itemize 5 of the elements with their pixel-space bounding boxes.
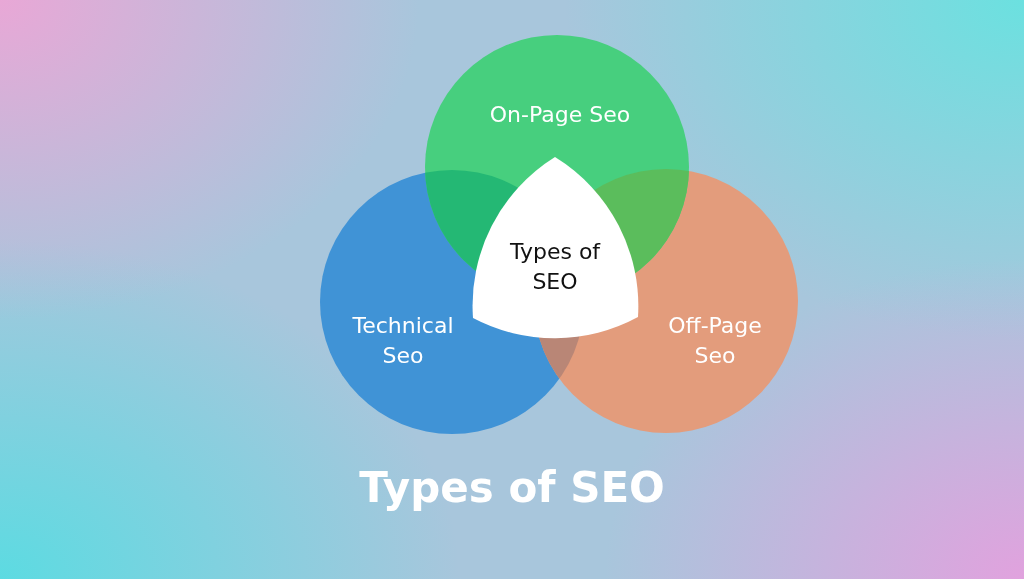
center-label: Types of SEO — [508, 238, 602, 296]
diagram-title: Types of SEO — [359, 463, 665, 512]
category-label: Technical Seo — [351, 312, 455, 370]
category-label: Off-Page Seo — [667, 312, 763, 370]
category-label: On-Page Seo — [488, 101, 632, 129]
